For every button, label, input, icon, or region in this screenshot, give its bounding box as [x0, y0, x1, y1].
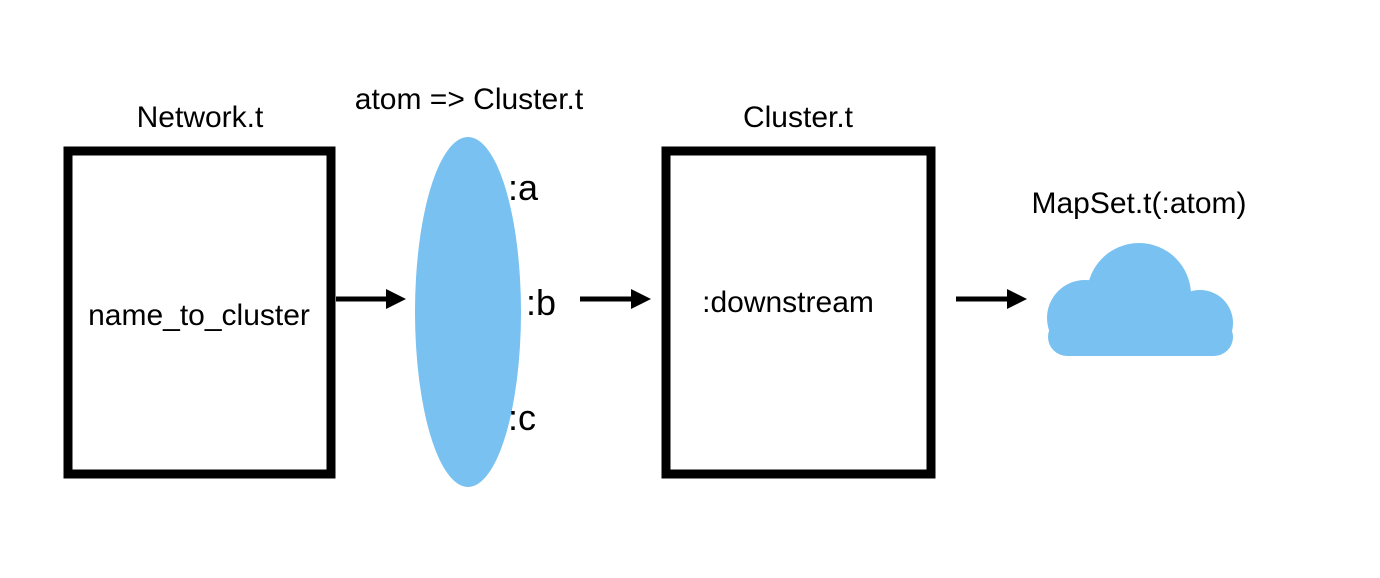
mapset-title: MapSet.t(:atom) — [1031, 187, 1246, 220]
cluster-box — [661, 146, 936, 479]
map-key-c: :c — [508, 397, 536, 438]
atom-map-ellipse — [415, 137, 521, 487]
network-title: Network.t — [137, 101, 264, 134]
network-field-label: name_to_cluster — [88, 299, 310, 332]
map-key-a: :a — [508, 167, 539, 208]
cloud-icon — [1047, 243, 1233, 356]
cluster-field-label: :downstream — [702, 286, 874, 319]
network-box — [63, 146, 336, 479]
map-title: atom => Cluster.t — [355, 83, 584, 116]
map-key-b: :b — [526, 282, 556, 323]
cluster-title: Cluster.t — [743, 101, 854, 134]
